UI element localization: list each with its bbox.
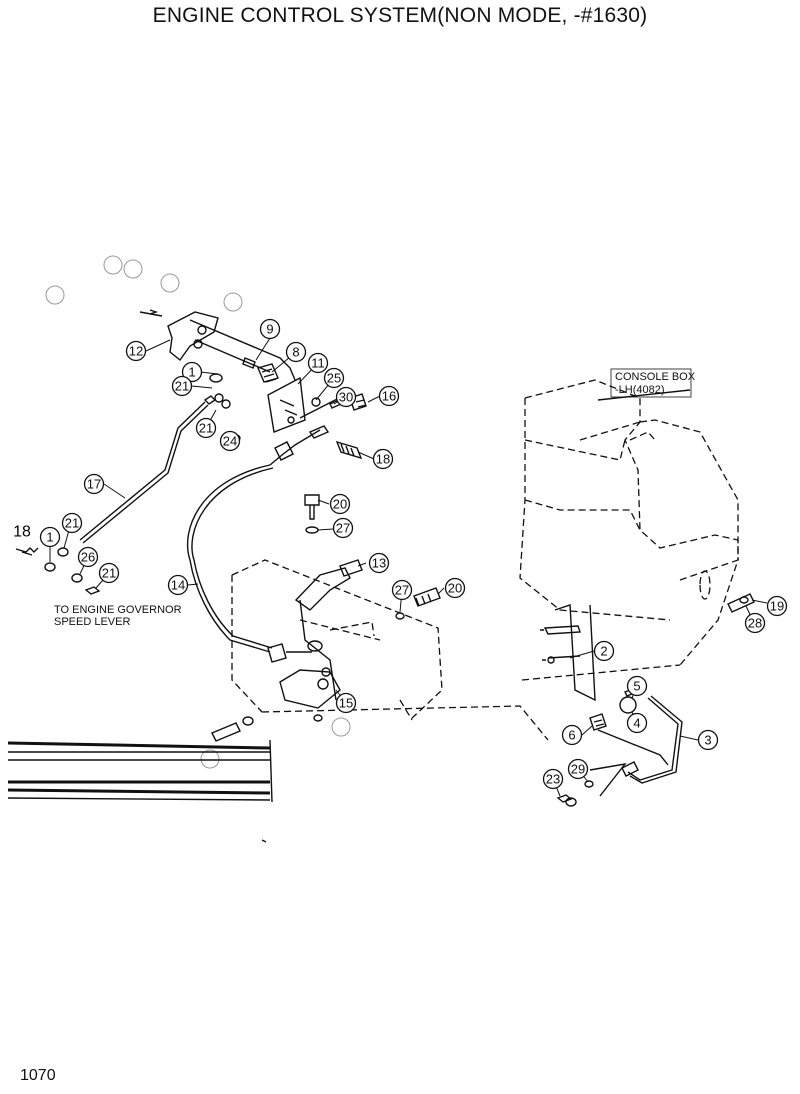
- callout-21-mid: 21: [195, 417, 217, 439]
- console-box-label-line2: -LH(4082): [615, 384, 665, 396]
- callout-6: 6: [561, 724, 583, 746]
- callout-27-lower: 27: [391, 579, 413, 601]
- callout-19: 19: [766, 595, 788, 617]
- svg-text:20: 20: [448, 581, 462, 596]
- frame-rail: [7, 739, 273, 843]
- callout-15: 15: [335, 692, 357, 714]
- svg-text:14: 14: [171, 578, 185, 593]
- callout-28: 28: [744, 612, 766, 634]
- svg-text:17: 17: [87, 477, 101, 492]
- svg-text:9: 9: [266, 322, 273, 337]
- callout-20-upper: 20: [329, 493, 351, 515]
- governor-end-parts: [15, 547, 101, 595]
- ghost-marks: [45, 255, 351, 769]
- svg-text:1: 1: [188, 365, 195, 380]
- callout-21-upper: 21: [171, 375, 193, 397]
- svg-text:19: 19: [770, 599, 784, 614]
- svg-text:29: 29: [571, 762, 585, 777]
- svg-text:27: 27: [336, 521, 350, 536]
- svg-text:1: 1: [46, 530, 53, 545]
- svg-text:21: 21: [65, 516, 79, 531]
- svg-text:25: 25: [327, 371, 341, 386]
- callout-9: 9: [259, 318, 281, 340]
- console-box-label-line1: CONSOLE BOX: [615, 371, 696, 383]
- page-title: ENGINE CONTROL SYSTEM(NON MODE, -#1630): [152, 4, 648, 27]
- svg-text:26: 26: [81, 550, 95, 565]
- svg-text:6: 6: [568, 728, 575, 743]
- callout-20-lower: 20: [444, 577, 466, 599]
- callout-21-left: 21: [61, 512, 83, 534]
- callout-30: 30: [335, 386, 357, 408]
- callout-23: 23: [542, 768, 564, 790]
- svg-text:15: 15: [339, 696, 353, 711]
- svg-text:20: 20: [333, 497, 347, 512]
- lever-base: [211, 494, 549, 742]
- svg-text:21: 21: [199, 421, 213, 436]
- svg-text:18: 18: [376, 452, 390, 467]
- governor-note-line2: SPEED LEVER: [54, 616, 130, 628]
- callout-21-lower: 21: [98, 562, 120, 584]
- svg-text:11: 11: [311, 356, 325, 371]
- callout-29: 29: [567, 758, 589, 780]
- svg-text:21: 21: [102, 566, 116, 581]
- callout-13: 13: [368, 552, 390, 574]
- callout-18: 18: [372, 448, 394, 470]
- callout-2: 2: [593, 640, 615, 662]
- callout-1-lower: 1: [39, 526, 61, 548]
- page-number: 1070: [20, 1067, 56, 1084]
- control-cable: [186, 429, 323, 663]
- governor-note-line1: TO ENGINE GOVERNOR: [54, 604, 182, 616]
- control-rod: [79, 373, 241, 544]
- upper-bracket: [139, 309, 367, 460]
- free-label-18: 18: [13, 524, 31, 541]
- svg-text:12: 12: [129, 344, 143, 359]
- console-box-label-frame: [610, 368, 692, 398]
- svg-text:8: 8: [292, 345, 299, 360]
- callout-25: 25: [323, 367, 345, 389]
- svg-text:27: 27: [395, 583, 409, 598]
- svg-text:23: 23: [546, 772, 560, 787]
- svg-text:24: 24: [223, 434, 237, 449]
- svg-text:5: 5: [633, 679, 640, 694]
- callout-11: 11: [307, 352, 329, 374]
- callout-14: 14: [167, 574, 189, 596]
- callout-27-upper: 27: [332, 517, 354, 539]
- callout-4: 4: [626, 712, 648, 734]
- callout-16: 16: [378, 385, 400, 407]
- svg-text:16: 16: [382, 389, 396, 404]
- callout-5: 5: [626, 675, 648, 697]
- callout-12: 12: [125, 340, 147, 362]
- svg-text:2: 2: [600, 644, 607, 659]
- callout-8: 8: [285, 341, 307, 363]
- callout-17: 17: [83, 473, 105, 495]
- callout-1-upper: 1: [181, 361, 203, 383]
- callout-24: 24: [219, 430, 241, 452]
- svg-text:28: 28: [748, 616, 762, 631]
- console-box: [519, 379, 740, 681]
- svg-text:4: 4: [633, 716, 640, 731]
- callout-3: 3: [697, 729, 719, 751]
- svg-text:21: 21: [175, 379, 189, 394]
- svg-text:3: 3: [704, 733, 711, 748]
- callout-26: 26: [77, 546, 99, 568]
- svg-text:13: 13: [372, 556, 386, 571]
- svg-text:30: 30: [339, 390, 353, 405]
- leader-lines: [49, 337, 768, 797]
